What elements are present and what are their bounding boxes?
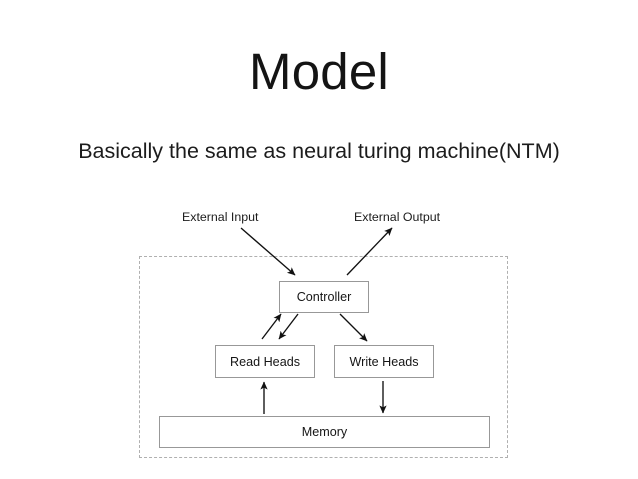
external-input-label: External Input <box>182 210 259 224</box>
node-controller: Controller <box>279 281 369 313</box>
ntm-boundary-box <box>139 256 508 458</box>
node-write-heads: Write Heads <box>334 345 434 378</box>
node-read-heads: Read Heads <box>215 345 315 378</box>
page-title: Model <box>249 43 389 100</box>
node-memory: Memory <box>159 416 490 448</box>
external-output-label: External Output <box>354 210 441 224</box>
slide-subtitle: Basically the same as neural turing mach… <box>78 139 560 163</box>
